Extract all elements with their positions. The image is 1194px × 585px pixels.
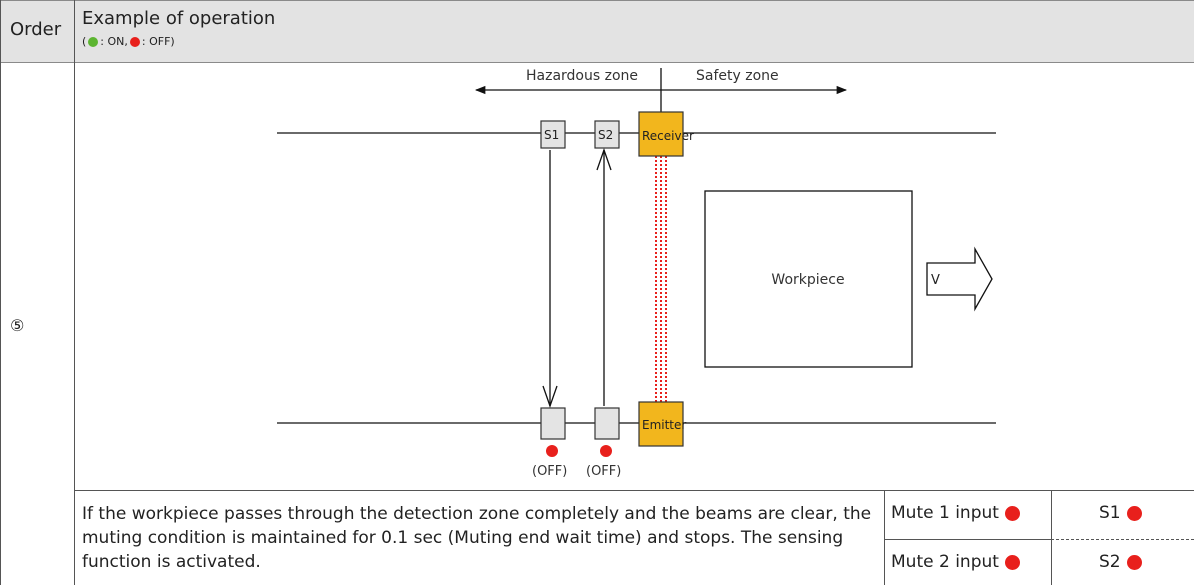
mute1-off-icon (1004, 505, 1020, 521)
order-column-header: Order (10, 19, 62, 40)
column-divider (74, 0, 75, 585)
order-number: ⑤ (10, 316, 25, 335)
s2-beam-arrowhead (596, 148, 612, 171)
s2-output-status: S2 (1099, 552, 1142, 572)
velocity-arrow-icon (926, 246, 993, 312)
legend-off-label: : OFF) (141, 35, 175, 48)
s2-label: S2 (598, 128, 613, 142)
s1-lower-sensor (540, 407, 566, 440)
receiver (638, 111, 684, 157)
diagram-bottom-border (74, 490, 1194, 491)
s2-lower-sensor (594, 407, 620, 440)
mute1-input-label: Mute 1 input (891, 503, 999, 523)
muting-diagram: Hazardous zone Safety zone S1 S2 Receive… (277, 68, 996, 479)
status-divider-1 (884, 490, 885, 585)
status-row-divider (884, 539, 1051, 540)
emitter (638, 401, 684, 447)
description-text: If the workpiece passes through the dete… (82, 504, 872, 572)
s1-status-icon (546, 445, 558, 457)
emitter-label: Emitter (642, 418, 686, 432)
legend: ( : ON, : OFF) (82, 35, 175, 48)
table-header (0, 0, 1194, 63)
s1-status-label: (OFF) (532, 464, 567, 479)
s1-label: S1 (544, 128, 559, 142)
s2-sensor (594, 120, 620, 149)
status-divider-2 (1051, 490, 1052, 585)
velocity-label: V (931, 273, 940, 288)
s1-output-status: S1 (1099, 503, 1142, 523)
example-column-header: Example of operation (82, 8, 276, 29)
safety-zone-label: Safety zone (696, 68, 779, 84)
left-border (0, 0, 1, 585)
s2-off-icon (1126, 554, 1142, 570)
legend-open: ( (82, 35, 87, 48)
status-row-divider-dashed (1051, 539, 1194, 540)
mute2-input-label: Mute 2 input (891, 552, 999, 572)
mute2-input-status: Mute 2 input (891, 552, 1020, 572)
receiver-label: Receiver (642, 129, 694, 143)
hazardous-zone-label: Hazardous zone (526, 68, 638, 84)
mute1-input-status: Mute 1 input (891, 503, 1020, 523)
s2-output-label: S2 (1099, 552, 1121, 572)
s1-sensor (540, 120, 566, 149)
s2-status-icon (600, 445, 612, 457)
on-indicator-icon (88, 36, 99, 47)
legend-on-label: : ON, (100, 35, 128, 48)
s1-off-icon (1126, 505, 1142, 521)
off-indicator-icon (129, 36, 140, 47)
s1-beam-arrowhead (542, 385, 558, 408)
workpiece-label: Workpiece (771, 272, 844, 288)
mute2-off-icon (1004, 554, 1020, 570)
workpiece (704, 190, 913, 368)
s2-status-label: (OFF) (586, 464, 621, 479)
s1-output-label: S1 (1099, 503, 1121, 523)
